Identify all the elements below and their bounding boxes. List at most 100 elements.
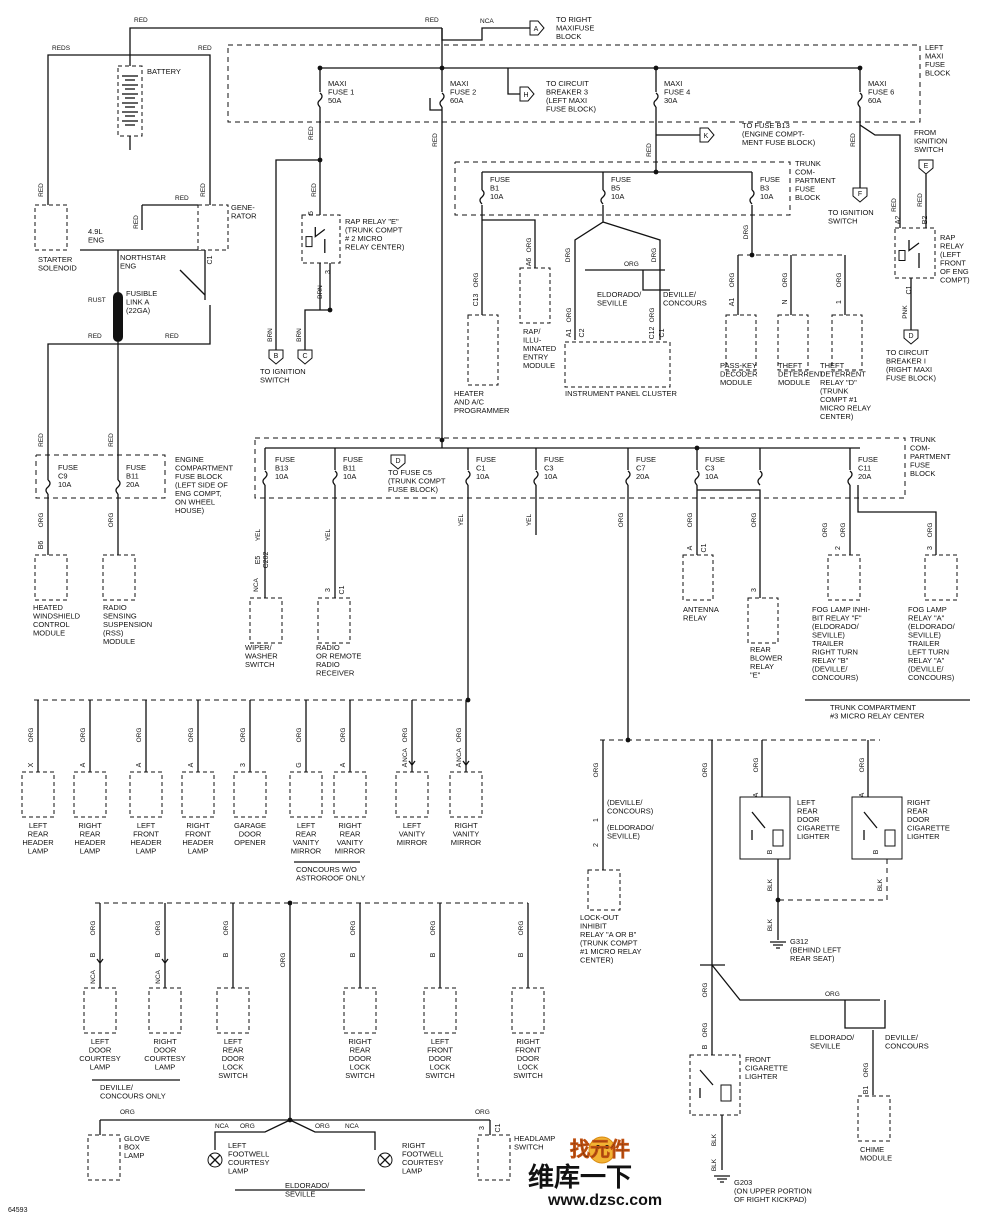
to-right-maxifuse-label: TO RIGHT [556, 15, 592, 24]
accessory-component-box [233, 771, 267, 818]
rap-module-label: ENTRY [523, 353, 548, 362]
component-label: HEADER [130, 838, 162, 847]
connector-tag-icon [390, 454, 406, 470]
left-maxi-fuse-block-label: BLOCK [925, 69, 950, 78]
nca-label: NCA [345, 1123, 359, 1130]
pin-label: B1 [863, 1086, 870, 1095]
left-footwell-label: FOOTWELL [228, 1150, 269, 1159]
foglamp-a-label: RELAY "A" [908, 614, 945, 623]
pin-label: B [767, 849, 774, 854]
pin-label: X [28, 762, 35, 767]
component-label: RIGHT [454, 821, 478, 830]
pin-label: B [873, 849, 880, 854]
wiper-label: WASHER [245, 652, 278, 661]
fuse-c9-label: FUSE [58, 463, 78, 472]
deville-concours-2-label: (DEVILLE/ [607, 798, 643, 807]
theft-deterrent-module-box [777, 314, 809, 371]
wire-color-label: DRG [565, 248, 572, 262]
splice-dot [317, 65, 323, 71]
deville-concours-2-label: CONCOURS) [607, 807, 654, 816]
rap-relay-e-label: RELAY CENTER) [345, 243, 405, 252]
component-label: SWITCH [425, 1071, 455, 1080]
component-label: MIRROR [335, 847, 366, 856]
component-label: LAMP [136, 847, 156, 856]
pin-label: C202 [263, 552, 270, 569]
eldorado-seville-3-label: ELDORADO/ [810, 1033, 855, 1042]
ignition-switch-b-wire [275, 159, 320, 350]
rap-relay-e-label: (TRUNK COMPT [345, 226, 403, 235]
wire-color-label: NCA [155, 969, 162, 983]
wire-color-label: ORG [155, 921, 162, 936]
fuse-icon [479, 189, 485, 205]
wire-color-label: ORG [687, 513, 694, 528]
rap-relay-right-label: COMPT) [940, 276, 970, 285]
wire-color-label: BLK [711, 1158, 718, 1171]
splice-dot [694, 445, 700, 451]
front-lighter-label: CIGARETTE [745, 1064, 788, 1073]
red-label: RED [165, 333, 179, 340]
maxi-fuse-6-label: FUSE 6 [868, 88, 894, 97]
rap-module-label: ILLU- [523, 336, 542, 345]
courtesy-component-box [216, 987, 250, 1034]
component-label: REAR [28, 830, 49, 839]
foglamp-f-label: (ELDORADO/ [812, 622, 860, 631]
deville-concours-3-label: DEVILLE/ [885, 1033, 919, 1042]
component-label: MIRROR [451, 838, 482, 847]
fusible-link-output [47, 342, 119, 470]
headlamp-switch-label: SWITCH [514, 1143, 544, 1152]
component-label: LEFT [297, 821, 316, 830]
antenna-label: ANTENNA [683, 605, 719, 614]
wire-color-label: ORG [223, 921, 230, 936]
watermark-eye-icon [596, 1145, 600, 1149]
pin-label: B [155, 952, 162, 957]
instrument-cluster-label: INSTRUMENT PANEL CLUSTER [565, 389, 678, 398]
fuse-b13-label: B13 [275, 464, 288, 473]
right-lighter-label: LIGHTER [907, 832, 940, 841]
pin-label: 3 [325, 270, 332, 274]
maxi-fuse-2-label: 60A [450, 96, 463, 105]
wire-color-label: RED [38, 183, 45, 197]
to-circuit-breaker-1-label: FUSE BLOCK) [886, 374, 937, 383]
fuse-b5-branch-right [602, 221, 661, 340]
to-right-maxifuse-label: MAXIFUSE [556, 24, 594, 33]
component-label: REAR [80, 830, 101, 839]
engine-fuse-block-label: (LEFT SIDE OF [175, 481, 228, 490]
fuse-c7-label: C7 [636, 464, 646, 473]
radio-label: RADIO [316, 660, 340, 669]
radio-receiver-box [317, 597, 351, 644]
wire-color-label: YEL [255, 528, 262, 541]
rap-relay-e-label: # 2 MICRO [345, 234, 383, 243]
fuse-b1-label: B1 [490, 184, 499, 193]
foglamp-a-label: CONCOURS) [908, 673, 955, 682]
component-label: DOOR [89, 1046, 112, 1055]
instrument-panel-cluster-box [564, 341, 671, 388]
wire-color-label: ORG [729, 273, 736, 288]
pin-label: E5 [255, 556, 262, 565]
pin-label: B [430, 952, 437, 957]
right-lighter-label: REAR [907, 807, 928, 816]
fuse-icon [857, 92, 863, 108]
wire-color-label: BRN [296, 328, 303, 342]
wire-color-label: ORG [782, 273, 789, 288]
fusible-link-icon [113, 292, 123, 342]
red-label: RED [88, 333, 102, 340]
splice-dot [287, 1117, 293, 1123]
wire [844, 1000, 886, 1029]
pin-label: A [534, 26, 539, 33]
to-circuit-breaker-1-label: (RIGHT MAXI [886, 365, 932, 374]
component-label: RIGHT [338, 821, 362, 830]
g203-label: (ON UPPER PORTION [734, 1187, 812, 1196]
to-circuit-breaker-3-label: FUSE BLOCK) [546, 105, 597, 114]
relay-center-3-label: #3 MICRO RELAY CENTER [830, 712, 925, 721]
splice-dot [625, 737, 631, 743]
right-lighter-label: CIGARETTE [907, 824, 950, 833]
orange-label: ORG [240, 1123, 255, 1130]
pin-label: A [753, 792, 760, 797]
wire [642, 270, 670, 291]
lockout-label: LOCK-OUT [580, 913, 619, 922]
wire-color-label: ORG [566, 308, 573, 323]
wire-color-label: ORG [136, 728, 143, 743]
fuse-icon [625, 470, 631, 486]
component-label: REAR [223, 1046, 244, 1055]
pin-label: 3 [479, 1126, 486, 1130]
